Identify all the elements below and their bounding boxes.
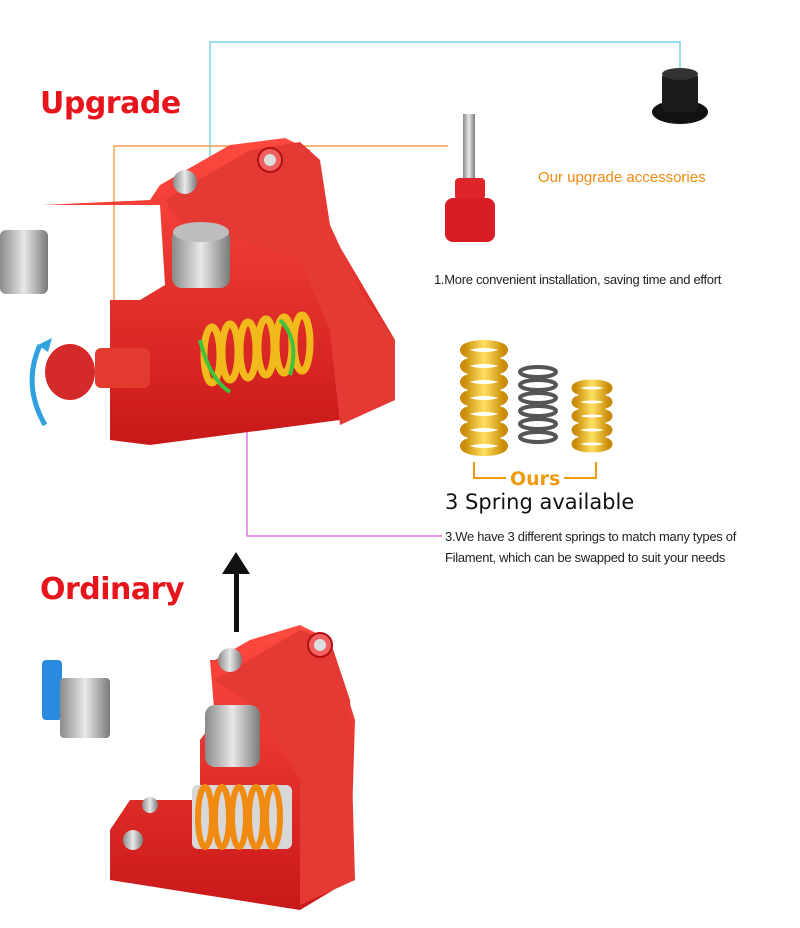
ordinary-spring (195, 784, 283, 850)
ordinary-lever-arm (215, 630, 355, 905)
orange-connector-line (113, 145, 448, 345)
yellow-spring-small (571, 379, 613, 453)
ordinary-heading: Ordinary (40, 572, 185, 607)
hex-screw-icon (173, 170, 197, 194)
blue-clip (42, 660, 62, 720)
cyan-connector-line (209, 41, 681, 225)
black-cap-accessory (652, 68, 708, 124)
steel-spring (518, 365, 558, 444)
ordinary-extruder (42, 625, 355, 910)
ordinary-hex-screw-icon (218, 648, 242, 672)
yellow-spring-large (460, 340, 508, 456)
ours-bracket-left (473, 462, 506, 479)
upgrade-lever-arm (165, 142, 395, 425)
ours-label: Ours (510, 468, 561, 490)
rotate-arrow-icon (29, 343, 48, 427)
ours-bracket-right (564, 462, 597, 479)
feature-point-1: 1.More convenient installation, saving t… (434, 272, 722, 287)
upgrade-thumb-screw (95, 348, 150, 388)
red-thumb-screw-accessory (445, 114, 495, 242)
knurled-knob (45, 344, 95, 400)
feature-point-3: 3.We have 3 different springs to match m… (445, 529, 737, 565)
springs-illustration (460, 340, 613, 479)
upgrade-drive-gear (172, 228, 230, 288)
ordinary-fitting (60, 678, 110, 738)
upgrade-extruder (0, 138, 395, 445)
up-arrow-icon (222, 552, 250, 632)
accessories-label: Our upgrade accessories (538, 169, 706, 186)
upgrade-heading: Upgrade (40, 86, 181, 121)
upgrade-fitting (0, 230, 48, 294)
spring-title: 3 Spring available (445, 490, 635, 514)
ordinary-drive-gear (205, 705, 260, 767)
